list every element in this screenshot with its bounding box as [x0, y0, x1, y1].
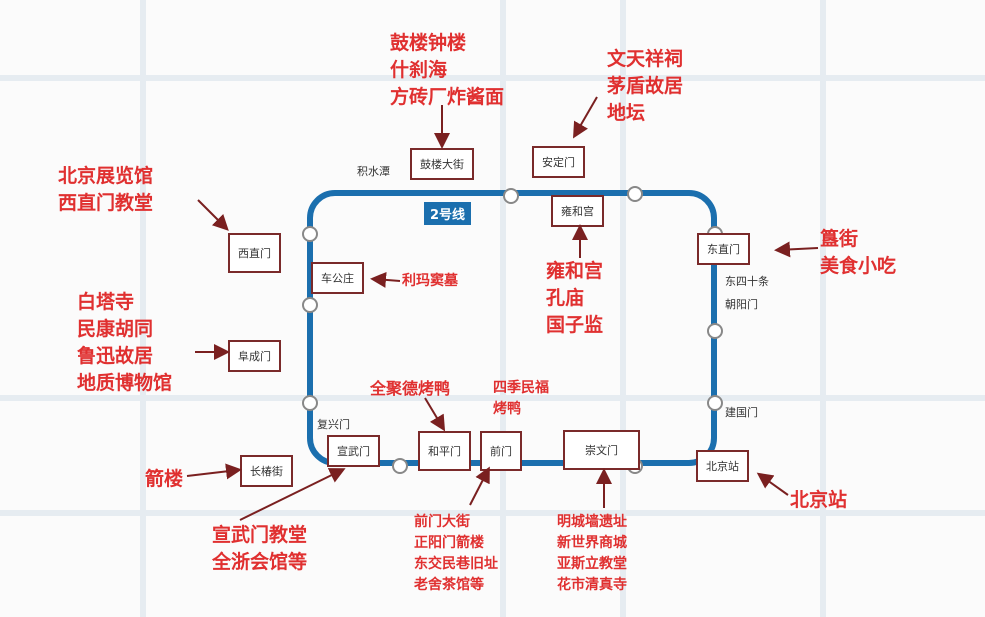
- station-changchunjie[interactable]: 长椿街: [240, 455, 293, 487]
- transfer-icon: [707, 395, 723, 411]
- annotation-chegongzhuang: 利玛窦墓: [402, 273, 458, 289]
- station-jishuitan[interactable]: 积水潭: [357, 165, 390, 178]
- station-hepingmen[interactable]: 和平门: [418, 431, 471, 471]
- station-andingmen[interactable]: 安定门: [532, 146, 585, 178]
- station-fuxingmen[interactable]: 复兴门: [317, 418, 350, 431]
- annotation-andingmen: 文天祥祠茅盾故居地坛: [607, 48, 684, 124]
- station-jianguomen[interactable]: 建国门: [725, 406, 758, 419]
- annotation-changchunjie: 箭楼: [145, 468, 184, 490]
- annotation-qianmen-top: 四季民福烤鸭: [493, 380, 549, 417]
- station-dongzhimen[interactable]: 东直门: [697, 233, 750, 265]
- annotation-dongzhimen: 簋街美食小吃: [820, 228, 897, 277]
- station-xuanwumen[interactable]: 宣武门: [327, 435, 380, 467]
- station-chaoyangmen[interactable]: 朝阳门: [725, 298, 758, 311]
- transfer-icon: [707, 323, 723, 339]
- station-beijingzhan[interactable]: 北京站: [696, 450, 749, 482]
- station-gulou[interactable]: 鼓楼大街: [410, 148, 474, 180]
- transfer-icon: [302, 297, 318, 313]
- line-2-label: 2号线: [424, 202, 472, 225]
- annotation-chongwenmen: 明城墙遗址新世界商城亚斯立教堂花市清真寺: [557, 514, 627, 593]
- station-chongwenmen[interactable]: 崇文门: [563, 430, 640, 470]
- annotation-yonghegong: 雍和宫孔庙国子监: [546, 260, 604, 336]
- transfer-icon: [503, 188, 519, 204]
- annotation-gulou: 鼓楼钟楼什刹海方砖厂炸酱面: [390, 32, 505, 108]
- station-yonghegong[interactable]: 雍和宫: [551, 195, 604, 227]
- transfer-icon: [302, 226, 318, 242]
- annotation-qianmen: 前门大街正阳门箭楼东交民巷旧址老舍茶馆等: [414, 514, 498, 593]
- station-xizhimen[interactable]: 西直门: [228, 233, 281, 273]
- annotation-hepingmen: 全聚德烤鸭: [370, 379, 451, 398]
- annotation-fuchengmen: 白塔寺民康胡同鲁迅故居地质博物馆: [77, 291, 173, 394]
- annotation-xuanwumen: 宣武门教堂全浙会馆等: [212, 524, 308, 573]
- annotation-xizhimen: 北京展览馆西直门教堂: [58, 165, 154, 214]
- station-qianmen[interactable]: 前门: [480, 431, 522, 471]
- station-chegongzhuang[interactable]: 车公庄: [311, 262, 364, 294]
- annotation-beijingzhan: 北京站: [790, 489, 848, 511]
- transfer-icon: [627, 186, 643, 202]
- station-dongsishitiao[interactable]: 东四十条: [725, 275, 769, 288]
- transfer-icon: [392, 458, 408, 474]
- transfer-icon: [302, 395, 318, 411]
